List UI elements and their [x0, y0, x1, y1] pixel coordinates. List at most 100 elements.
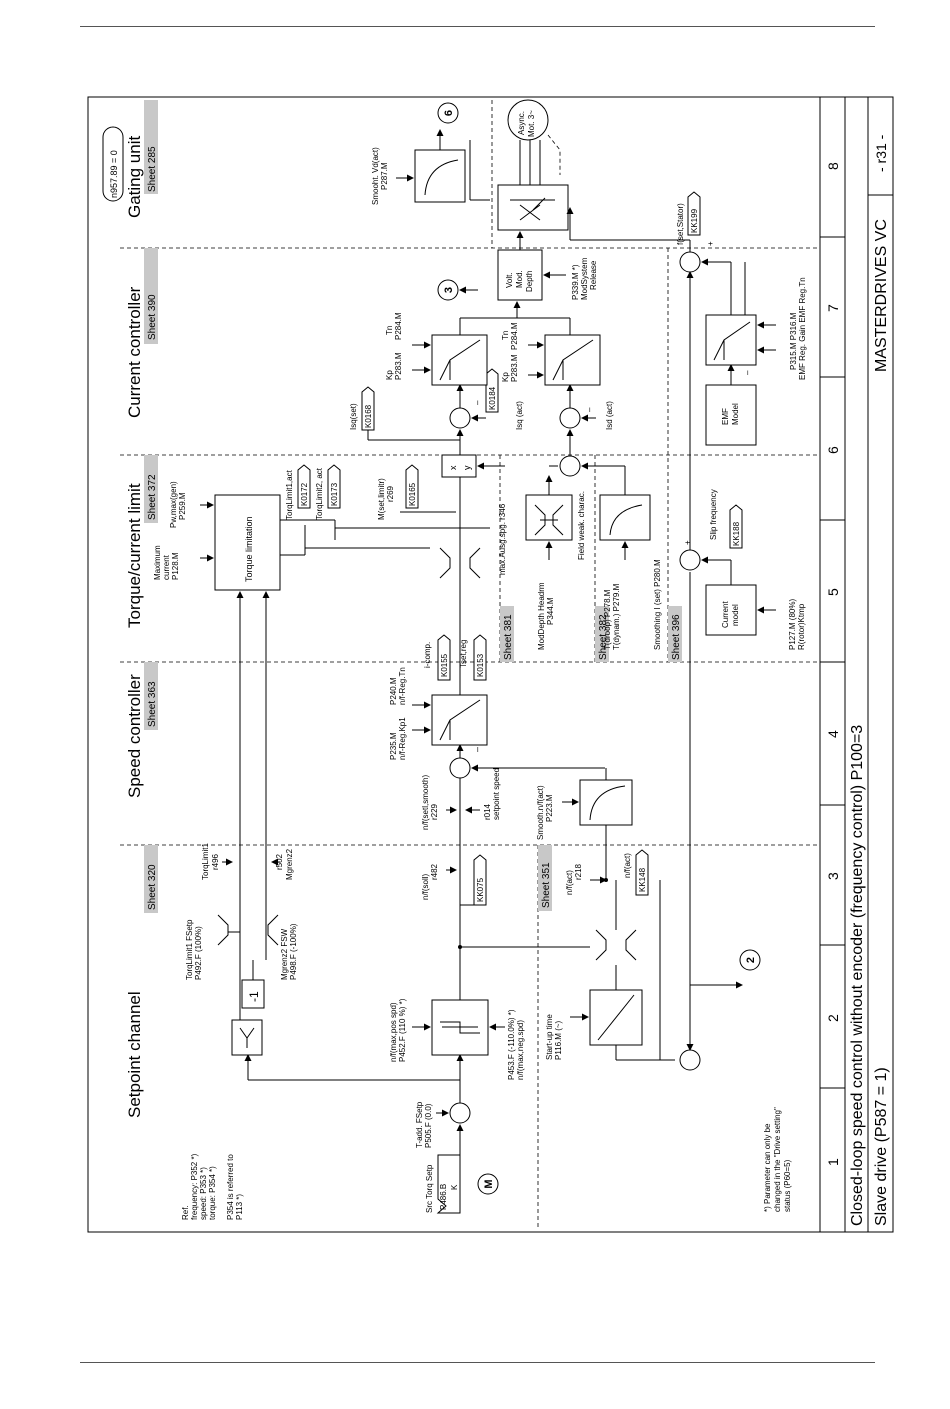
section-headers: Setpoint channel Sheet 320 Speed control… — [125, 100, 682, 1118]
sheet-381: Sheet 381 — [503, 614, 514, 660]
svg-text:–: – — [473, 400, 482, 405]
svg-text:P344.M: P344.M — [546, 597, 555, 625]
svg-text:P283.M: P283.M — [394, 352, 403, 380]
svg-text:KK188: KK188 — [732, 521, 741, 546]
svg-text:r269: r269 — [386, 485, 395, 502]
svg-text:Smoothing I (set) P280.M: Smoothing I (set) P280.M — [653, 559, 662, 650]
svg-text:TorqLimit2, act: TorqLimit2, act — [315, 467, 324, 520]
svg-text:r229: r229 — [430, 803, 439, 820]
svg-text:P113 *): P113 *) — [235, 1194, 244, 1220]
svg-text:K0172: K0172 — [300, 482, 309, 506]
page-ref: - r31 - — [873, 134, 889, 172]
col-7: 7 — [825, 304, 841, 312]
svg-text:ModSystem: ModSystem — [580, 257, 589, 300]
svg-text:K0168: K0168 — [364, 404, 373, 428]
svg-text:K0155: K0155 — [440, 653, 449, 677]
svg-text:P505.F (0.0): P505.F (0.0) — [424, 1103, 433, 1148]
svg-text:–: – — [472, 747, 482, 752]
torque-limitation-box — [214, 494, 281, 591]
marker-6 — [437, 102, 459, 124]
svg-text:Start-up time: Start-up time — [545, 1014, 554, 1060]
svg-text:K0173: K0173 — [330, 482, 339, 506]
svg-text:Torque limitation: Torque limitation — [244, 516, 254, 582]
svg-text:Model: Model — [731, 403, 740, 425]
svg-text:r014: r014 — [483, 803, 492, 820]
svg-text:Tn: Tn — [385, 326, 394, 335]
svg-text:Isq(set): Isq(set) — [349, 403, 358, 430]
svg-text:n/f(act): n/f(act) — [623, 853, 632, 878]
svg-text:i-comp.: i-comp. — [423, 642, 432, 668]
svg-text:TorqLimit1,act: TorqLimit1,act — [285, 469, 294, 520]
svg-text:*) Parameter can only be: *) Parameter can only be — [763, 1123, 772, 1212]
svg-text:R(rotor)Ktmp: R(rotor)Ktmp — [797, 603, 806, 650]
svg-text:P240.M: P240.M — [389, 677, 398, 705]
svg-text:torque: P354 *): torque: P354 *) — [208, 1166, 217, 1220]
inverter-box — [497, 184, 569, 231]
condition-text: n957.89 = 0 — [109, 150, 119, 198]
speed-pi-box — [431, 694, 488, 746]
svg-text:Mgrenz2: Mgrenz2 — [285, 848, 294, 880]
svg-text:x: x — [448, 465, 458, 470]
connector-kk199 — [687, 191, 701, 236]
svg-text:n/f(setl,smooth): n/f(setl,smooth) — [421, 775, 430, 830]
svg-text:P116.M (~): P116.M (~) — [554, 1020, 563, 1060]
col-8: 8 — [825, 162, 841, 170]
svg-text:Kp: Kp — [385, 370, 394, 380]
connector-kk188 — [729, 504, 743, 549]
svg-text:EMF Reg. Gain EMF Reg.Tn: EMF Reg. Gain EMF Reg.Tn — [798, 277, 807, 380]
marker-2 — [739, 949, 761, 971]
min-select-box — [231, 1019, 263, 1056]
sum-isd-set — [559, 455, 581, 477]
svg-text:max.Ausg.spg. r346: max.Ausg.spg. r346 — [498, 503, 507, 575]
svg-text:M(set,limitr): M(set,limitr) — [377, 478, 386, 520]
svg-text:Async.: Async. — [517, 111, 526, 135]
connector-kk075 — [473, 854, 487, 906]
svg-text:Src Torq Setp: Src Torq Setp — [425, 1164, 434, 1213]
connector-kk148 — [635, 849, 649, 896]
svg-text:setpoint speed: setpoint speed — [492, 768, 501, 820]
svg-text:speed: P353 *): speed: P353 *) — [199, 1167, 208, 1220]
current-model-box — [705, 584, 757, 636]
sum-setpoint — [449, 1102, 471, 1124]
svg-text:Maximum: Maximum — [153, 545, 162, 580]
svg-text:Volt.: Volt. — [505, 272, 514, 288]
svg-text:P284.M: P284.M — [394, 312, 403, 340]
col-1: 1 — [825, 1158, 841, 1166]
sheet-363: Sheet 363 — [147, 681, 158, 727]
sheet-351: Sheet 351 — [541, 862, 552, 908]
bottom-rule — [80, 1362, 875, 1363]
marker-m — [477, 1173, 499, 1195]
connector-k0168 — [361, 386, 375, 431]
column-grid — [820, 236, 845, 1089]
svg-text:P259.M: P259.M — [178, 492, 187, 520]
svg-text:frequency: P352 *): frequency: P352 *) — [190, 1153, 199, 1220]
section-torque-limit: Torque/current limit — [125, 483, 144, 628]
svg-text:TorqLimit1 FSetp: TorqLimit1 FSetp — [185, 919, 194, 980]
svg-text:–: – — [585, 407, 594, 412]
svg-text:y: y — [462, 465, 472, 470]
svg-text:n/f(max,pos spd): n/f(max,pos spd) — [389, 1002, 398, 1062]
svg-text:P339.M *): P339.M *) — [571, 264, 580, 300]
svg-text:P223.M: P223.M — [545, 794, 554, 822]
svg-text:T(droop) P278.M: T(droop) P278.M — [603, 589, 612, 650]
svg-text:n/f-Reg.Kp1: n/f-Reg.Kp1 — [398, 717, 407, 760]
outer-frame — [87, 96, 894, 1233]
current-controller: – Isq(set) K0168 Isq (act) K0184 Kp P283… — [349, 240, 807, 455]
sheet-372: Sheet 372 — [147, 474, 158, 520]
svg-text:status (P60=5): status (P60=5) — [783, 1159, 792, 1212]
smooth-nf-act-box — [579, 779, 633, 826]
col-5: 5 — [825, 588, 841, 596]
field-weak-box — [525, 494, 573, 541]
section-dividers — [120, 100, 818, 1230]
diagram-title: Closed-loop speed control without encode… — [849, 725, 866, 1226]
gating-unit: Volt. Mod. Depth P339.M *) ModSystem Rel… — [371, 99, 701, 301]
svg-text:P287.M: P287.M — [380, 162, 389, 190]
svg-text:Depth: Depth — [525, 271, 534, 292]
connector-k0153 — [473, 634, 487, 681]
column-numbers: 1 2 3 4 5 6 7 8 — [825, 162, 841, 1166]
svg-text:3: 3 — [443, 287, 455, 293]
svg-text:changed in the "Drive setting": changed in the "Drive setting" — [773, 1107, 782, 1212]
svg-text:n/f(soll): n/f(soll) — [421, 873, 430, 900]
svg-text:Kp: Kp — [501, 372, 510, 382]
